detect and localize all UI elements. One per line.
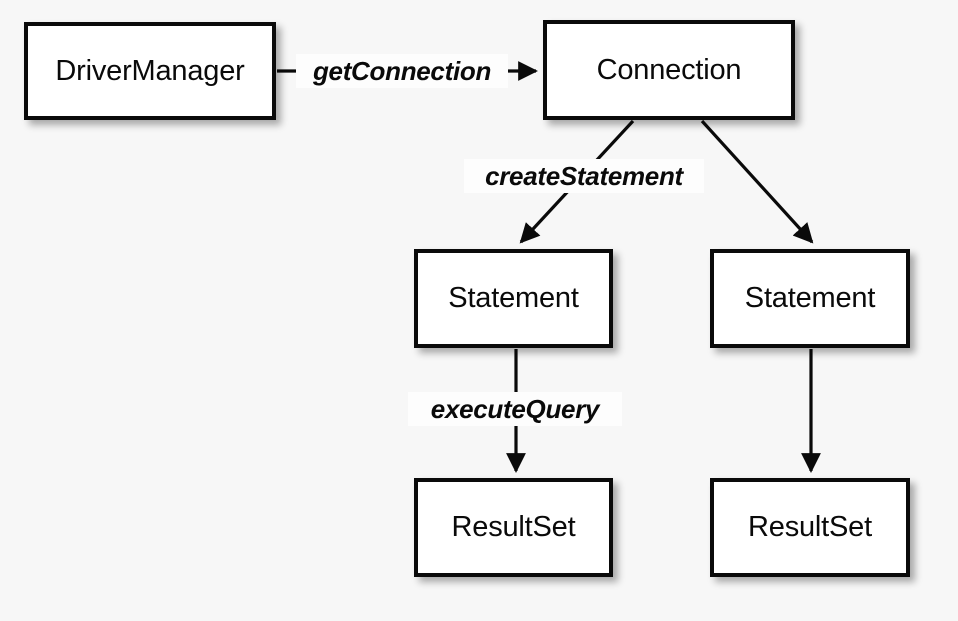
edge-label-create-statement: createStatement — [464, 159, 704, 193]
node-driver-manager[interactable]: DriverManager — [24, 22, 276, 120]
node-label-statement-left: Statement — [448, 282, 579, 314]
edge-label-execute-query: executeQuery — [408, 392, 622, 426]
node-resultset-right[interactable]: ResultSet — [710, 478, 910, 577]
node-statement-right[interactable]: Statement — [710, 249, 910, 348]
node-statement-left[interactable]: Statement — [414, 249, 613, 348]
node-label-driver-manager: DriverManager — [55, 54, 245, 87]
edge-connection-to-statement-right — [700, 119, 814, 244]
edge-label-get-connection: getConnection — [296, 54, 508, 88]
node-label-statement-right: Statement — [744, 282, 876, 314]
edge-label-text-create-statement: createStatement — [485, 161, 683, 191]
node-label-resultset-right: ResultSet — [748, 511, 872, 543]
edge-label-text-execute-query: executeQuery — [430, 394, 600, 424]
edge-label-text-get-connection: getConnection — [312, 56, 492, 86]
node-connection[interactable]: Connection — [543, 20, 795, 120]
node-label-connection: Connection — [596, 53, 742, 86]
node-resultset-left[interactable]: ResultSet — [414, 478, 613, 577]
node-label-resultset-left: ResultSet — [451, 511, 576, 543]
